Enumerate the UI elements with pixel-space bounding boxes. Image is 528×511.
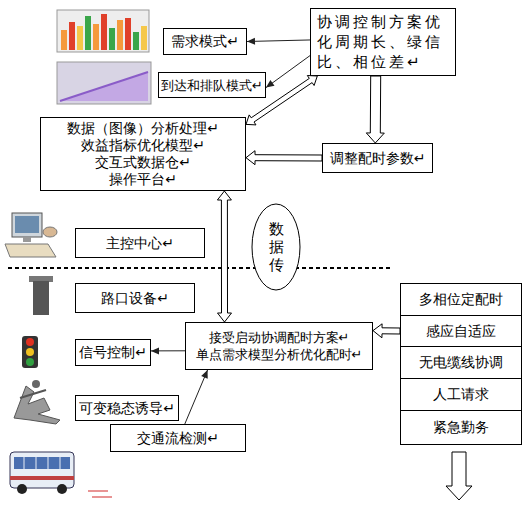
node-text: 协调控制方案优化周期长、绿信比、相位差↵	[317, 12, 449, 72]
traffic-light-icon	[22, 336, 38, 368]
node-text: 交互式数据仓↵	[95, 154, 191, 171]
detection-box: 交通流检测↵	[110, 424, 246, 452]
mode-box: 到达和排队模式↵	[158, 72, 266, 98]
road-mark	[88, 491, 112, 497]
computer-icon	[5, 213, 57, 257]
bus-icon	[10, 452, 74, 494]
node-text: 到达和排队模式↵	[161, 77, 263, 94]
hollow-arrow-shape	[217, 191, 231, 322]
arrow-head	[266, 80, 275, 88]
node-text: 人工请求	[433, 386, 489, 403]
node-text: 数据（图像）分析处理↵	[67, 120, 219, 137]
down-hollow-arrow	[446, 452, 472, 500]
post-icon	[29, 276, 53, 315]
hollow-arrow	[246, 151, 322, 165]
arrow-line	[185, 370, 208, 424]
scheme-box: 协调控制方案优化周期长、绿信比、相位差↵	[310, 8, 456, 76]
node-text: 操作平台↵	[109, 171, 177, 188]
mode-item: 紧急勤务	[400, 410, 522, 445]
arrow-head	[151, 347, 159, 354]
node-text: 紧急勤务	[433, 419, 489, 436]
boundary-dashed-line	[8, 267, 392, 269]
node-text: 单点需求模型分析优化配时↵	[196, 346, 363, 363]
mode-item: 感应自适应	[400, 315, 522, 347]
plan-box: 接受启动协调配时方案↵单点需求模型分析优化配时↵	[185, 322, 373, 370]
hollow-arrow	[217, 191, 231, 322]
ellipse-shape	[252, 204, 300, 290]
node-text: 交通流检测↵	[137, 430, 219, 447]
guidance-box: 可变稳态诱导↵	[75, 395, 179, 421]
arrow-head	[201, 370, 208, 379]
arrow-head	[247, 38, 255, 45]
device-box: 路口设备↵	[75, 283, 195, 313]
process-box: 数据（图像）分析处理↵效益指标优化模型↵交互式数据仓↵操作平台↵	[40, 117, 246, 191]
transfer-ellipse: 数据传	[251, 203, 301, 291]
arrow-shaft	[247, 40, 310, 42]
node-text: 路口设备↵	[101, 290, 169, 307]
hollow-arrow	[366, 76, 384, 143]
arrow-shaft	[151, 350, 185, 351]
node-text: 主控中心↵	[106, 235, 174, 252]
hollow-arrow	[373, 324, 400, 338]
queue-chart-icon	[57, 62, 151, 104]
node-text: 感应自适应	[426, 323, 496, 340]
arrow-shaft	[266, 56, 310, 88]
node-text: 效益指标优化模型↵	[81, 137, 205, 154]
arrow-shaft	[185, 370, 208, 424]
arrow-line	[151, 347, 185, 354]
node-text: 接受启动协调配时方案↵	[209, 329, 350, 346]
node-text: 无电缆线协调	[419, 354, 503, 371]
arrow-line	[266, 56, 310, 88]
mode-item: 多相位定配时	[400, 283, 522, 316]
hollow-arrow-shape	[373, 324, 400, 338]
node-text: 多相位定配时	[419, 291, 503, 308]
mode-item: 无电缆线协调	[400, 346, 522, 379]
node-text: 可变稳态诱导↵	[79, 400, 175, 417]
mode-box: 需求模式↵	[163, 28, 247, 55]
hollow-arrow-shape	[246, 151, 322, 165]
bar-chart-icon	[57, 10, 149, 52]
node-text: 需求模式↵	[171, 33, 239, 50]
guidance-icon	[14, 380, 60, 424]
adjust-box: 调整配时参数↵	[322, 143, 433, 173]
hollow-arrow-shape	[366, 76, 384, 143]
node-text: 信号控制↵	[79, 344, 147, 361]
node-text: 调整配时参数↵	[330, 150, 426, 167]
center-box: 主控中心↵	[75, 228, 205, 258]
mode-item: 人工请求	[400, 378, 522, 411]
node-text: 数据传	[268, 220, 285, 274]
control-box: 信号控制↵	[75, 339, 151, 366]
arrow-line	[247, 38, 310, 45]
